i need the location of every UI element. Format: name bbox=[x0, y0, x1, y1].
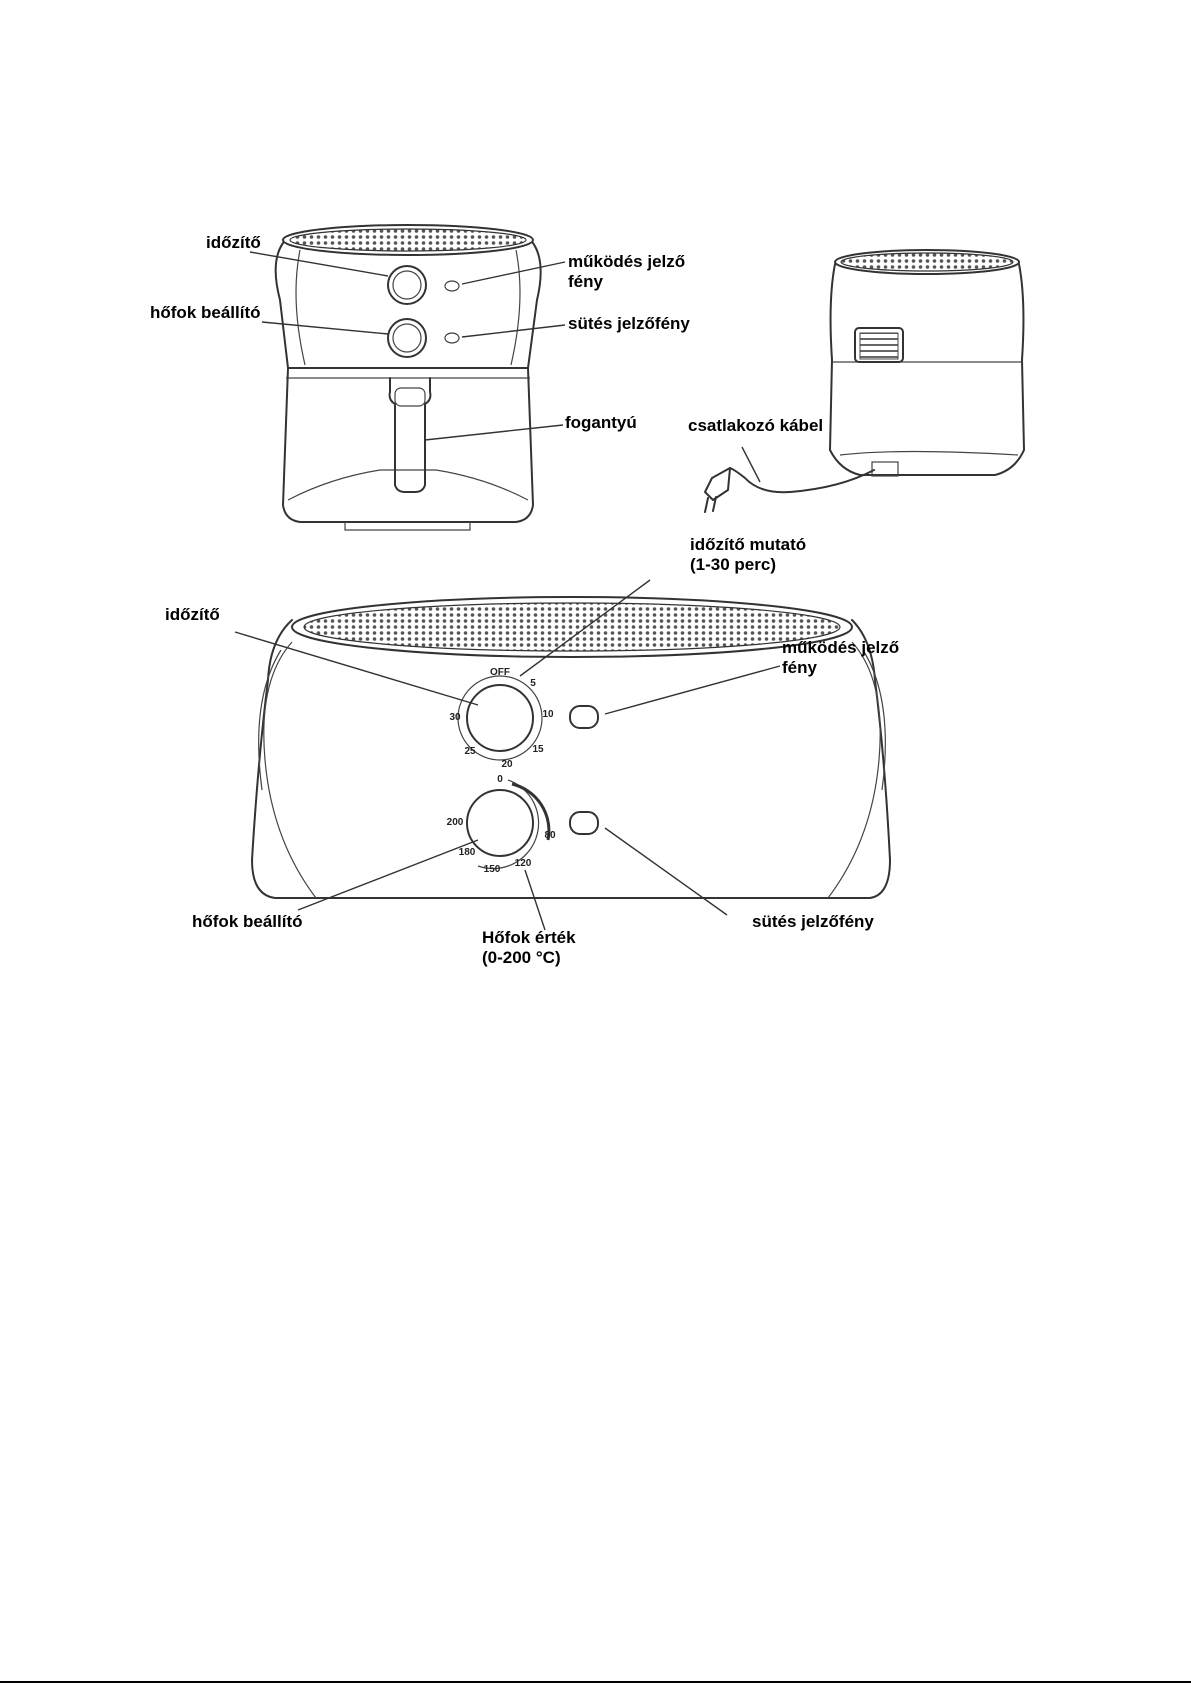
label-front-handle: fogantyú bbox=[565, 413, 637, 433]
label-rear-cable: csatlakozó kábel bbox=[688, 416, 823, 436]
label-detail-timer-pointer: időzítő mutató (1-30 perc) bbox=[690, 535, 806, 575]
label-detail-heat-light: sütés jelzőfény bbox=[752, 912, 874, 932]
label-front-temp: hőfok beállító bbox=[150, 303, 261, 323]
label-front-power-light: működés jelző fény bbox=[568, 252, 685, 292]
label-detail-temp-value: Hőfok érték (0-200 °C) bbox=[482, 928, 576, 968]
label-front-timer: időzítő bbox=[206, 233, 261, 253]
label-front-heat-light: sütés jelzőfény bbox=[568, 314, 690, 334]
label-detail-power-light: működés jelző fény bbox=[782, 638, 899, 678]
label-detail-temp: hőfok beállító bbox=[192, 912, 303, 932]
label-detail-timer: időzítő bbox=[165, 605, 220, 625]
page-bottom-rule bbox=[0, 1681, 1191, 1683]
